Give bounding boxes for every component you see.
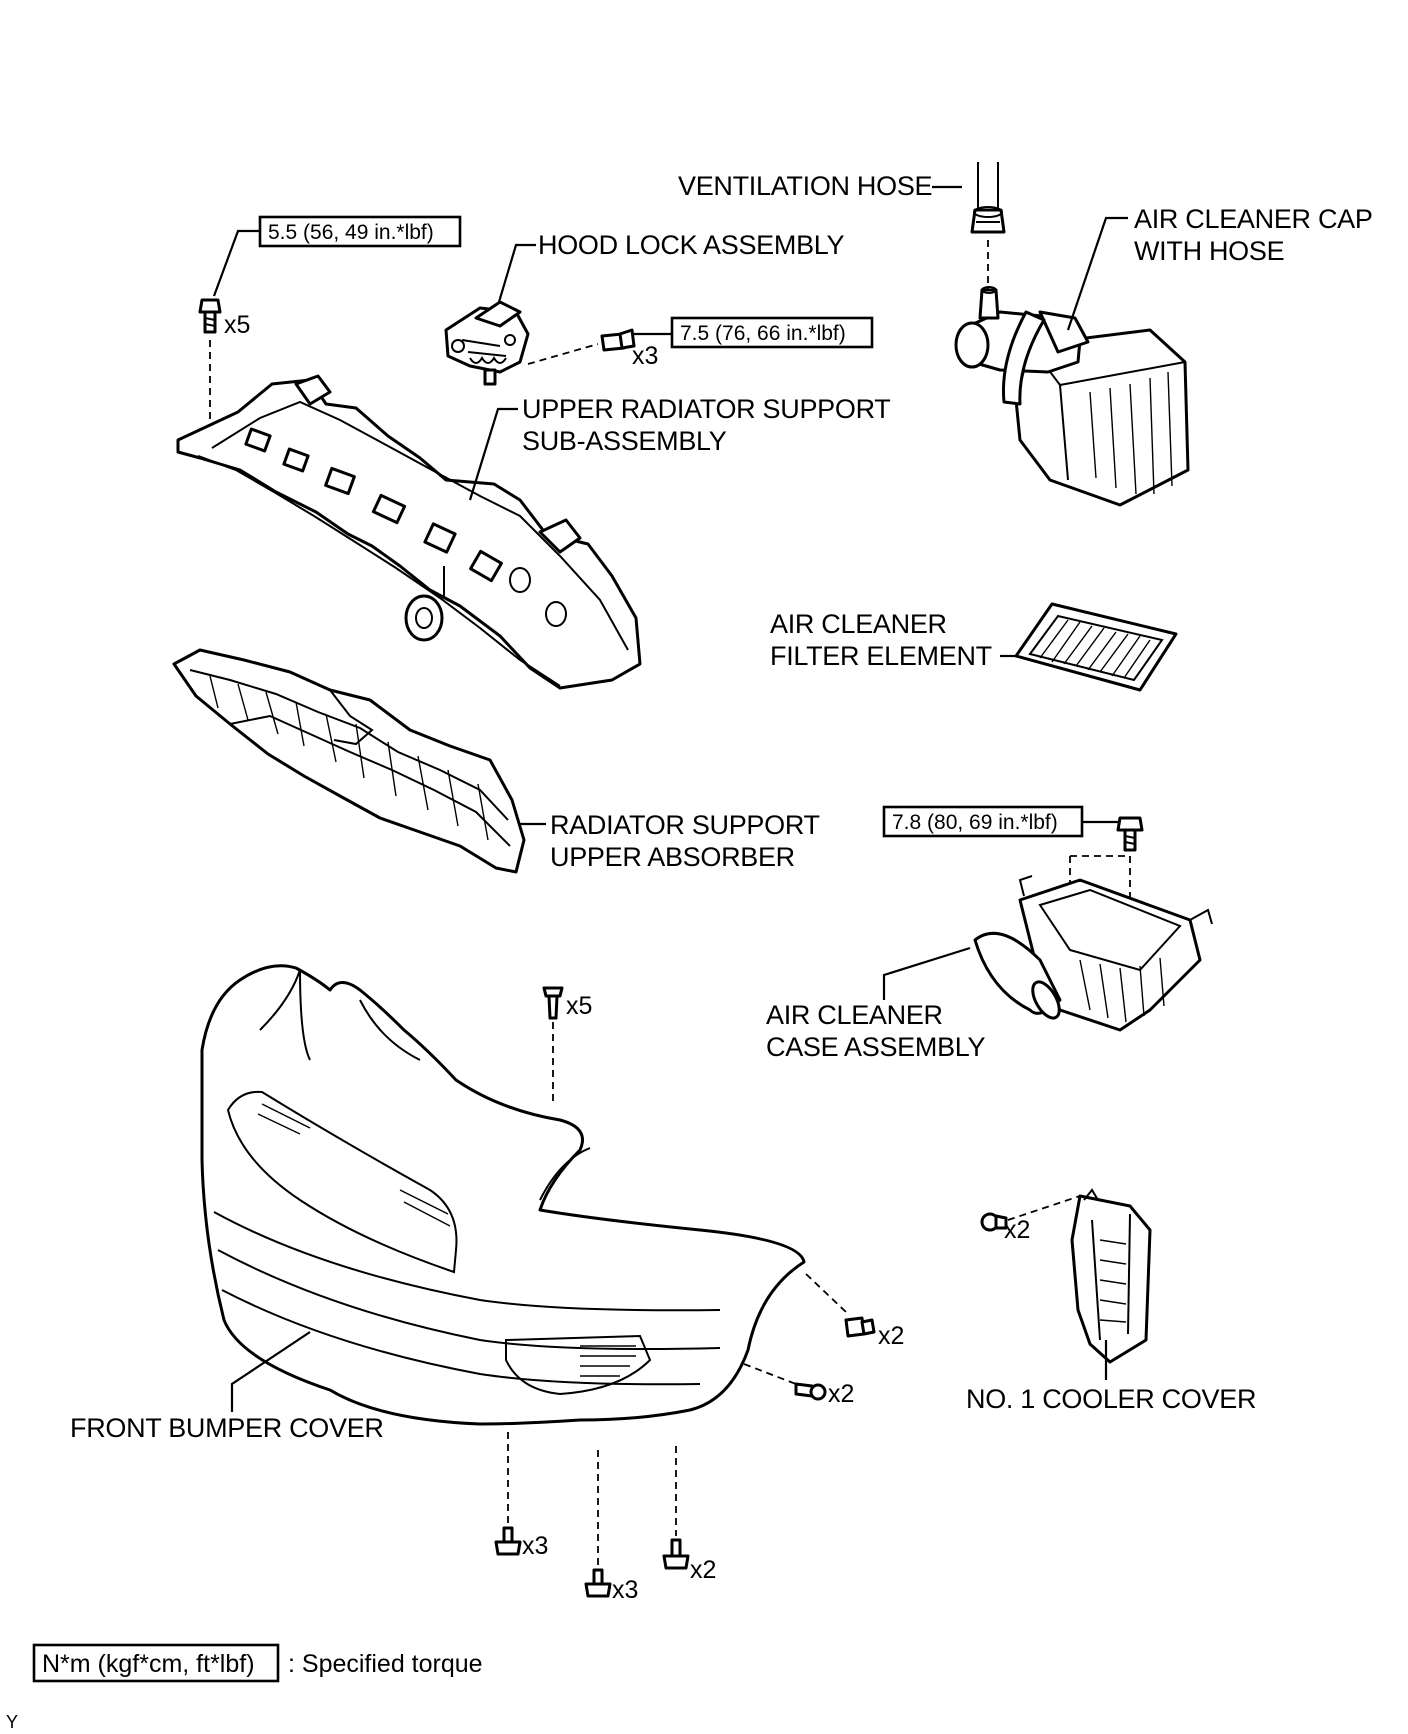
qty-bumper-side-screws: x2 [878,1322,904,1350]
qty-bumper-side-bolts: x2 [828,1380,854,1408]
upper-radiator-support-label-line1: UPPER RADIATOR SUPPORT [522,394,890,424]
air-cleaner-case-drawing [973,875,1213,1032]
qty-bumper-bottom-center: x3 [612,1576,638,1604]
bumper-bottom-left-bolt-icon [494,1526,522,1556]
torque-box-air-cleaner-case [882,805,1084,838]
legend-description: : Specified torque [288,1650,483,1678]
air-cleaner-filter-label-line1: AIR CLEANER [770,609,947,639]
upper-support-bolt-icon [198,298,222,334]
qty-hood-lock-bolts: x3 [632,342,658,370]
front-bumper-cover-label: FRONT BUMPER COVER [70,1413,384,1443]
hood-lock-bolt-icon [600,328,636,352]
bumper-bottom-center-bolt-icon [584,1568,612,1598]
ventilation-hose-label: VENTILATION HOSE [678,171,932,201]
radiator-support-absorber-drawing [172,648,526,874]
bumper-side-bolt-icon [794,1382,827,1401]
qty-bumper-top-clips: x5 [566,992,592,1020]
bumper-side-screw-icon [844,1316,876,1338]
air-cleaner-case-label-line2: CASE ASSEMBLY [766,1032,985,1062]
cooler-cover-clip-icon [980,1212,1008,1232]
legend-torque-unit: N*m (kgf*cm, ft*lbf) [42,1650,255,1678]
upper-radiator-support-label-line2: SUB-ASSEMBLY [522,426,727,456]
air-cleaner-cap-label-line1: AIR CLEANER CAP [1134,204,1373,234]
torque-value-hood-lock: 7.5 (76, 66 in.*lbf) [680,322,846,345]
corner-mark: Y [6,1712,18,1732]
air-cleaner-cap-drawing [954,286,1190,507]
hood-lock-assembly-label: HOOD LOCK ASSEMBLY [538,230,844,260]
qty-bumper-bottom-right: x2 [690,1556,716,1584]
upper-radiator-support-drawing [176,374,642,690]
air-cleaner-case-bolt-icon [1116,816,1144,852]
legend-torque-unit-box [32,1643,280,1683]
torque-value-air-cleaner-case: 7.8 (80, 69 in.*lbf) [892,811,1058,834]
no1-cooler-cover-label: NO. 1 COOLER COVER [966,1384,1256,1414]
air-cleaner-cap-label-line2: WITH HOSE [1134,236,1284,266]
bumper-top-clip-icon [542,986,564,1020]
torque-box-hood-lock [670,316,874,349]
front-bumper-cover-drawing [200,964,806,1426]
radiator-support-absorber-label-line2: UPPER ABSORBER [550,842,795,872]
hood-lock-drawing [444,300,530,386]
qty-upper-support-bolts: x5 [224,311,250,339]
bumper-bottom-right-bolt-icon [662,1538,690,1570]
air-cleaner-case-label-line1: AIR CLEANER [766,1000,943,1030]
qty-cooler-cover-clips: x2 [1004,1216,1030,1244]
no1-cooler-cover-drawing [1070,1188,1152,1364]
air-cleaner-filter-label-line2: FILTER ELEMENT [770,641,992,671]
torque-value-upper-support: 5.5 (56, 49 in.*lbf) [268,221,434,244]
air-cleaner-filter-drawing [1014,602,1178,692]
ventilation-hose-drawing [970,162,1006,234]
qty-bumper-bottom-left: x3 [522,1532,548,1560]
radiator-support-absorber-label-line1: RADIATOR SUPPORT [550,810,820,840]
